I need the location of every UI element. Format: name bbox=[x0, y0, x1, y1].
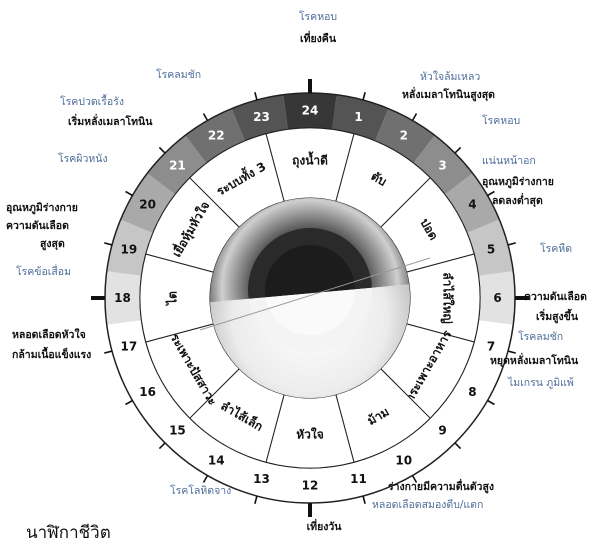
annotation-label: โรคผิวหนัง bbox=[58, 152, 108, 165]
hour-label: 14 bbox=[208, 453, 225, 467]
hour-label: 1 bbox=[354, 110, 362, 124]
annotation-label: อุณหภูมิร่างกาย bbox=[482, 176, 554, 189]
hour-label: 17 bbox=[121, 340, 138, 354]
minor-tick bbox=[255, 496, 257, 504]
minor-tick bbox=[159, 147, 165, 153]
hour-label: 19 bbox=[121, 242, 138, 256]
hour-label: 7 bbox=[487, 340, 495, 354]
hour-label: 22 bbox=[208, 129, 225, 143]
annotation-label: โรคหอบ bbox=[482, 114, 520, 127]
annotation-label: ความดันเลือด bbox=[6, 219, 69, 232]
hour-label: 6 bbox=[493, 291, 501, 305]
hour-label: 21 bbox=[169, 158, 186, 172]
annotation-label: หยุดหลั่งเมลาโทนิน bbox=[490, 352, 579, 368]
minor-tick bbox=[455, 443, 461, 449]
minor-tick bbox=[126, 401, 133, 405]
minor-tick bbox=[204, 114, 208, 121]
annotation-label: ไมเกรน ภูมิแพ้ bbox=[507, 376, 574, 389]
hour-label: 10 bbox=[395, 453, 412, 467]
minor-tick bbox=[508, 243, 516, 245]
hour-label: 5 bbox=[487, 242, 495, 256]
annotation-label: ร่างกายมีความตื่นตัวสูง bbox=[388, 478, 494, 494]
organ-label: ถุงน้ำดี bbox=[292, 151, 328, 169]
annotation-label: โรคหืด bbox=[540, 242, 572, 255]
organ-label: หัวใจ bbox=[296, 427, 324, 442]
hour-label: 3 bbox=[438, 158, 446, 172]
annotation-label: กล้ามเนื้อแข็งแรง bbox=[12, 346, 91, 361]
annotation-label: อุณหภูมิร่างกาย bbox=[6, 202, 78, 215]
hour-label: 24 bbox=[302, 104, 319, 118]
annotation-label: โรคลมชัก bbox=[156, 68, 201, 81]
hour-label: 20 bbox=[139, 197, 156, 211]
annotation-label: สูงสุด bbox=[40, 238, 65, 251]
annotation-label: เริ่มหลั่งเมลาโทนิน bbox=[68, 113, 153, 128]
annotation-label: โรคโลหิตจาง bbox=[170, 484, 231, 497]
annotation-label: เที่ยงวัน bbox=[307, 518, 343, 533]
minor-tick bbox=[363, 496, 365, 504]
annotation-label: หัวใจล้มเหลว bbox=[420, 70, 480, 83]
page-title: นาฬิกาชีวิต bbox=[26, 519, 111, 546]
minor-tick bbox=[455, 147, 461, 153]
annotation-label: โรคลมชัก bbox=[518, 330, 563, 343]
annotation-label: โรคข้อเสื่อม bbox=[16, 264, 71, 278]
minor-tick bbox=[413, 114, 417, 121]
minor-tick bbox=[255, 92, 257, 100]
annotation-label: หลั่งเมลาโทนินสูงสุด bbox=[402, 86, 495, 102]
annotation-label: ความดันเลือด bbox=[524, 290, 587, 303]
minor-tick bbox=[363, 92, 365, 100]
hour-label: 12 bbox=[302, 479, 319, 493]
annotation-label: หลอดเลือดหัวใจ bbox=[12, 327, 86, 341]
hour-label: 9 bbox=[438, 424, 446, 438]
minor-tick bbox=[104, 351, 112, 353]
annotation-label: ลดลงต่ำสุด bbox=[492, 192, 543, 208]
hour-label: 4 bbox=[468, 197, 476, 211]
hour-label: 11 bbox=[350, 472, 367, 486]
annotation-label: โรคหอบ bbox=[299, 10, 337, 23]
annotation-label: หลอดเลือดสมองตีบ/แตก bbox=[372, 498, 483, 511]
organ-label: ไต bbox=[165, 291, 180, 307]
minor-tick bbox=[159, 443, 165, 449]
hour-label: 23 bbox=[253, 110, 270, 124]
annotation-label: แน่นหน้าอก bbox=[482, 155, 536, 167]
minor-tick bbox=[104, 243, 112, 245]
minor-tick bbox=[508, 351, 516, 353]
organ-label: ลำไส้ใหญ่ bbox=[441, 272, 456, 323]
minor-tick bbox=[488, 401, 495, 405]
minor-tick bbox=[204, 476, 208, 483]
hour-label: 16 bbox=[139, 385, 156, 399]
annotation-label: โรคปวดเรื้อรัง bbox=[60, 94, 124, 108]
annotation-label: เที่ยงคืน bbox=[300, 30, 337, 45]
hour-label: 18 bbox=[114, 291, 131, 305]
hour-label: 13 bbox=[253, 472, 270, 486]
hour-label: 8 bbox=[468, 385, 476, 399]
hour-label: 15 bbox=[169, 424, 186, 438]
minor-tick bbox=[126, 192, 133, 196]
annotation-label: เริ่มสูงขึ้น bbox=[536, 308, 579, 324]
hour-label: 2 bbox=[400, 129, 408, 143]
